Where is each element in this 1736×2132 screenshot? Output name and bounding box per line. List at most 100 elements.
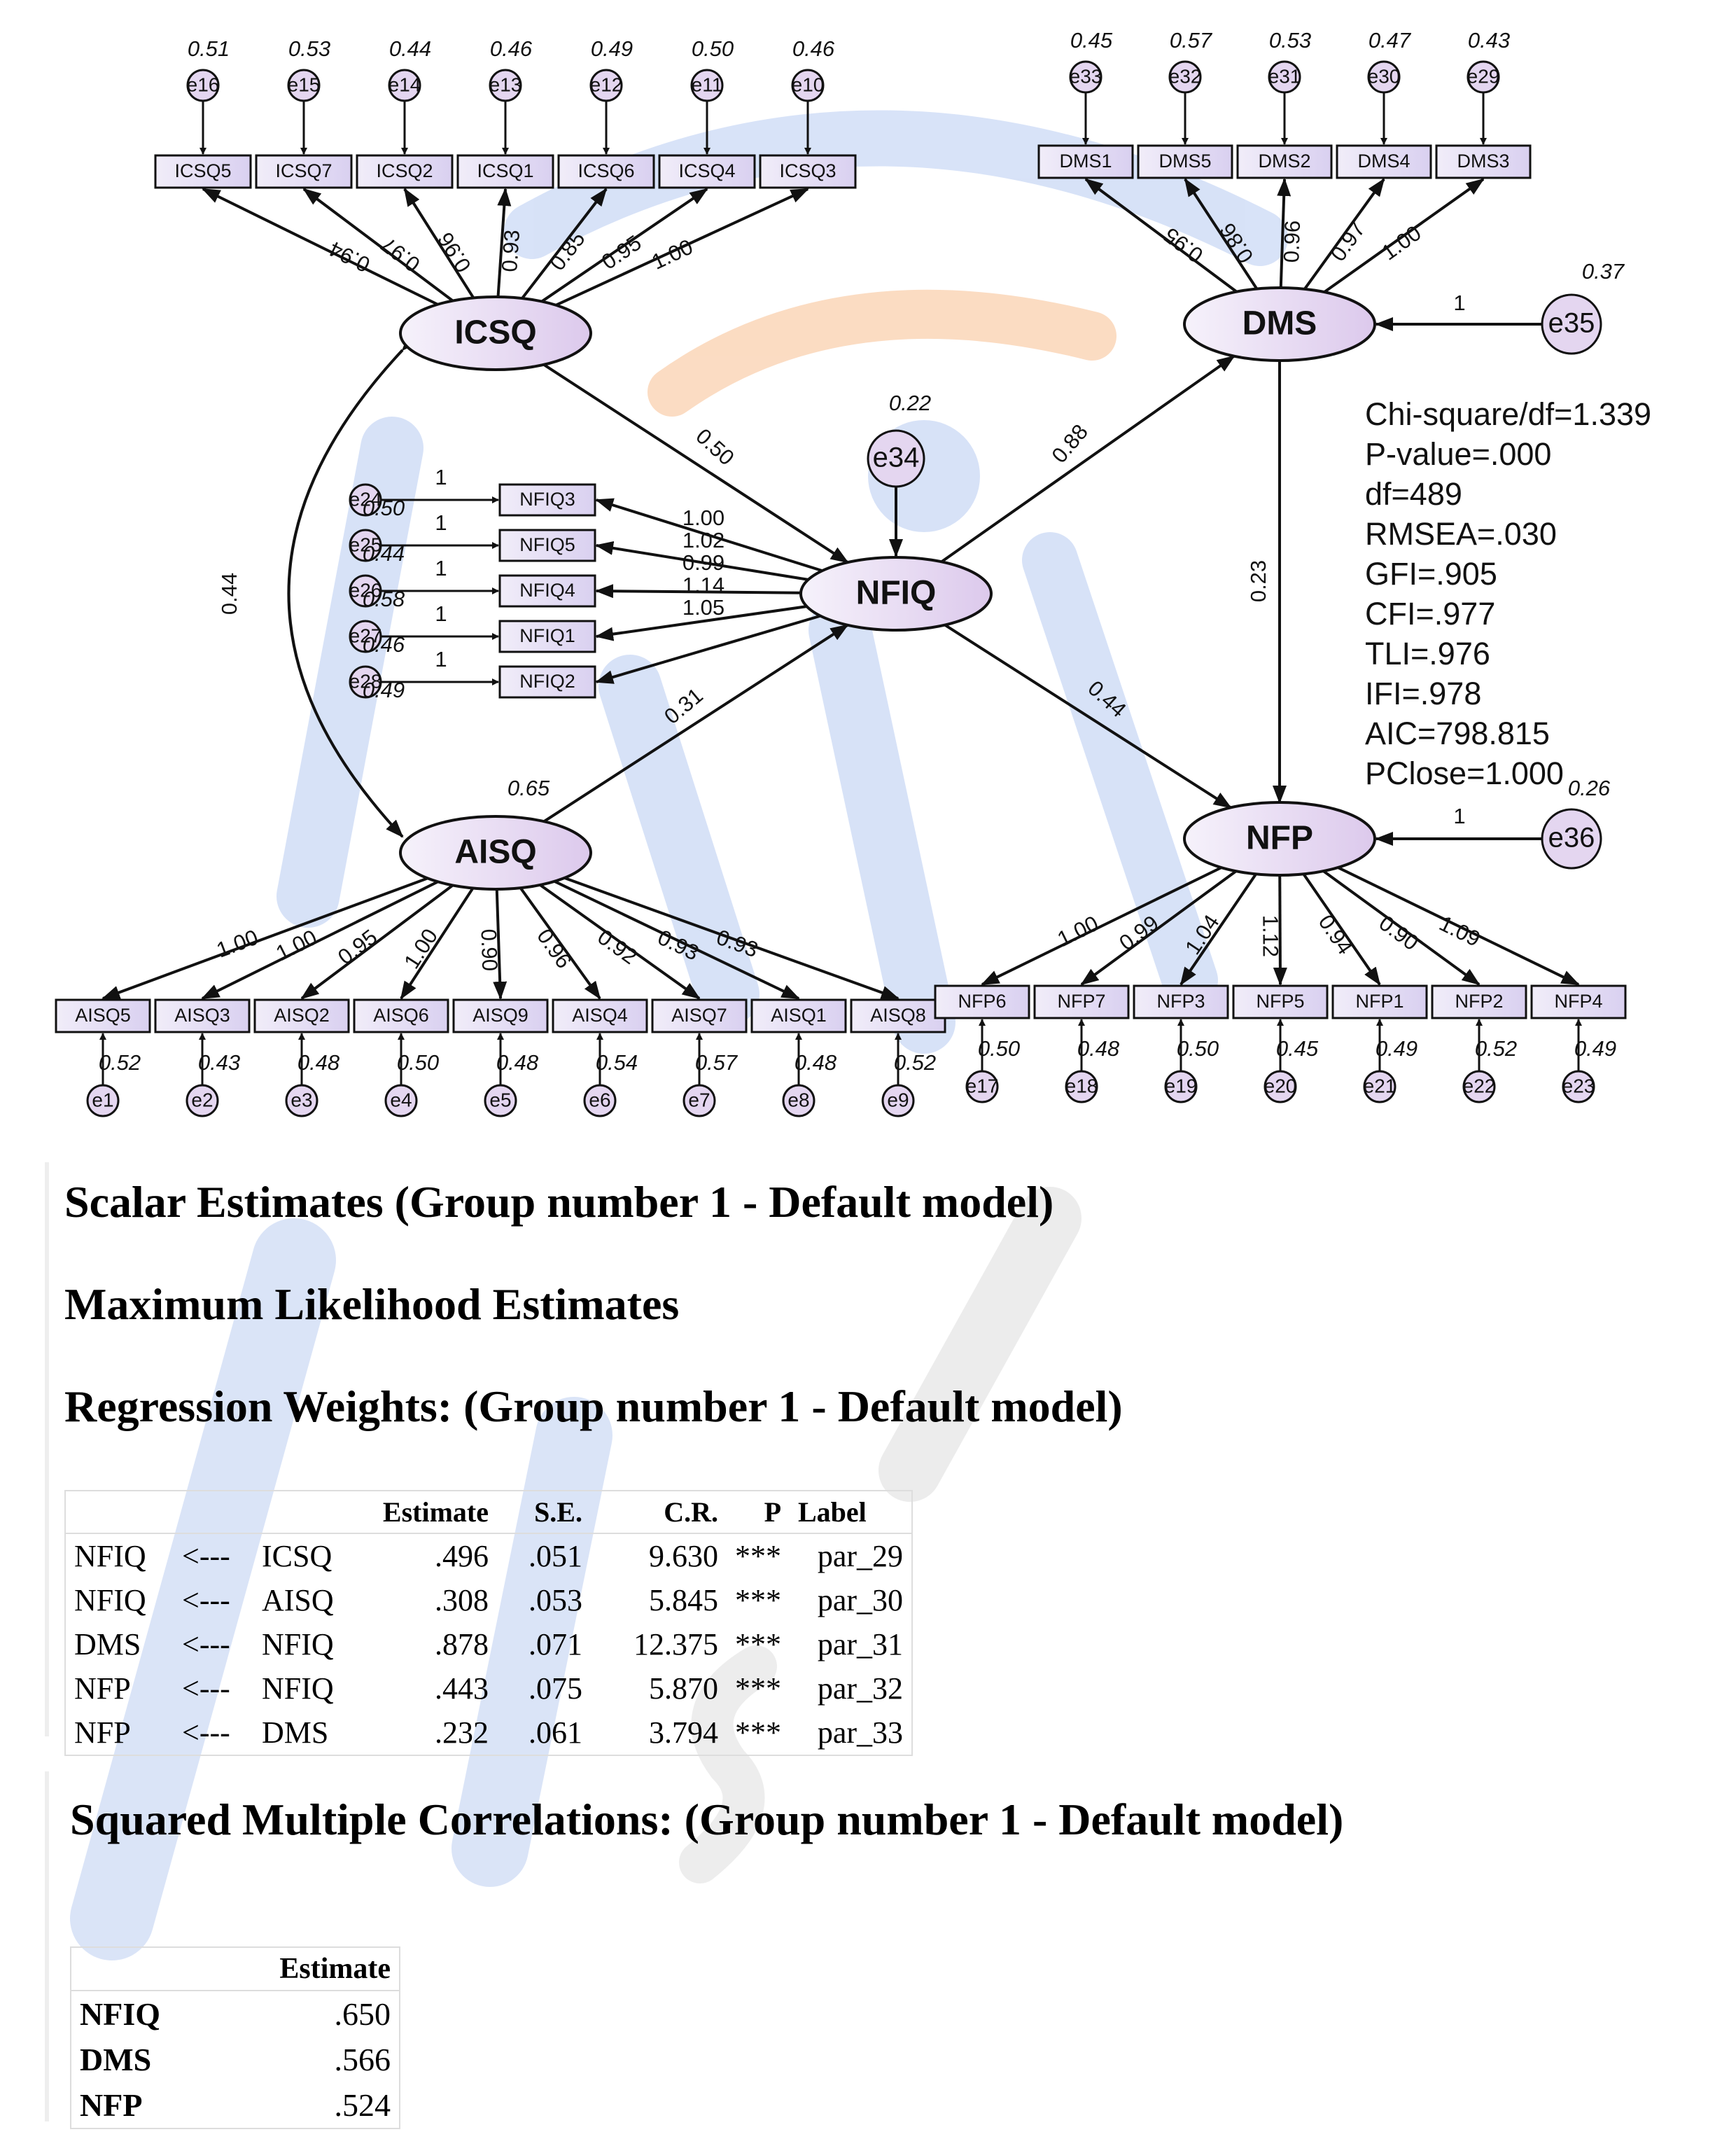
table-cell: .443 bbox=[435, 1671, 489, 1706]
error-node-e18 bbox=[1065, 1070, 1098, 1103]
fit-index: TLI=.976 bbox=[1365, 636, 1490, 671]
indicator-label: AISQ1 bbox=[771, 1005, 827, 1026]
loading-arrow bbox=[1080, 870, 1237, 986]
error-label: e33 bbox=[1070, 65, 1102, 87]
latent-dms bbox=[1183, 286, 1376, 362]
loading-label: 0.94 bbox=[326, 237, 374, 277]
table-cell: .496 bbox=[435, 1539, 489, 1573]
r2-label: 0.46 bbox=[792, 36, 835, 61]
indicator-label: NFP5 bbox=[1256, 991, 1304, 1012]
latent-label: DMS bbox=[1242, 305, 1317, 342]
r2-label: 0.57 bbox=[695, 1050, 738, 1075]
loading-label: 1.05 bbox=[682, 595, 724, 620]
indicator-AISQ9 bbox=[452, 998, 549, 1033]
indicator-NFP3 bbox=[1133, 984, 1229, 1019]
error-node-e13 bbox=[489, 69, 522, 102]
table-cell: <--- bbox=[182, 1539, 230, 1573]
table-cell: NFP bbox=[80, 2087, 143, 2123]
loading-label: 0.96 bbox=[1279, 220, 1305, 263]
error-label: e20 bbox=[1264, 1075, 1297, 1096]
r2-label: 0.57 bbox=[1170, 28, 1213, 53]
indicator-label: AISQ4 bbox=[572, 1005, 628, 1026]
error-node-e12 bbox=[589, 69, 623, 102]
loading-arrow bbox=[595, 614, 821, 684]
loading-label: 1.00 bbox=[399, 924, 442, 973]
fixed-one-label: 1 bbox=[435, 647, 447, 671]
loading-arrow bbox=[1277, 178, 1292, 288]
indicator-label: NFIQ5 bbox=[519, 534, 575, 555]
error-node-e10 bbox=[791, 69, 825, 102]
fit-index: GFI=.905 bbox=[1365, 556, 1497, 592]
error-label: e27 bbox=[349, 625, 382, 646]
indicator-label: DMS5 bbox=[1158, 151, 1211, 172]
structural-path-nfiq-nfp bbox=[944, 623, 1232, 809]
error-node-e1 bbox=[86, 1084, 120, 1117]
error-node-e25 bbox=[349, 529, 382, 562]
latent-label: AISQ bbox=[454, 834, 536, 871]
loading-arrow bbox=[400, 887, 475, 1000]
error-node-e4 bbox=[384, 1084, 418, 1117]
table-cell: <--- bbox=[182, 1627, 230, 1661]
table-cell: <--- bbox=[182, 1583, 230, 1617]
table-cell: DMS bbox=[74, 1627, 141, 1661]
indicator-label: ICSQ5 bbox=[174, 160, 231, 181]
r2-label: 0.52 bbox=[99, 1050, 141, 1075]
indicator-DMS2 bbox=[1236, 144, 1333, 179]
col-header-estimate: Estimate bbox=[270, 1947, 400, 1991]
indicator-label: DMS1 bbox=[1059, 151, 1112, 172]
col-header bbox=[253, 1491, 361, 1534]
r2-label: 0.53 bbox=[288, 36, 330, 61]
error-node-e8 bbox=[782, 1084, 816, 1117]
error-node-e3 bbox=[285, 1084, 318, 1117]
indicator-label: ICSQ3 bbox=[779, 160, 836, 181]
loading-label: 1.00 bbox=[272, 925, 321, 966]
table-cell: NFP bbox=[74, 1715, 131, 1750]
error-node-e20 bbox=[1264, 1070, 1297, 1103]
table-cell: DMS bbox=[80, 2042, 152, 2077]
loading-arrow bbox=[521, 188, 608, 300]
indicator-AISQ3 bbox=[154, 998, 251, 1033]
indicator-AISQ6 bbox=[353, 998, 449, 1033]
error-node-e19 bbox=[1164, 1070, 1198, 1103]
table-cell: par_32 bbox=[817, 1671, 903, 1706]
table-header-row: Estimate S.E. C.R. P Label bbox=[65, 1491, 912, 1534]
error-label: e13 bbox=[489, 74, 522, 95]
indicator-label: NFIQ2 bbox=[519, 671, 575, 692]
loading-label: 0.90 bbox=[1375, 910, 1423, 955]
indicator-ICSQ2 bbox=[356, 154, 454, 189]
table-cell: <--- bbox=[182, 1715, 230, 1750]
table-cell: 5.845 bbox=[649, 1583, 718, 1617]
error-node-e14 bbox=[388, 69, 421, 102]
table-cell: 5.870 bbox=[649, 1671, 718, 1706]
indicator-label: ICSQ2 bbox=[376, 160, 433, 181]
r2-label: 0.54 bbox=[596, 1050, 638, 1075]
table-cell: *** bbox=[735, 1715, 781, 1750]
r2-label: 0.48 bbox=[298, 1050, 340, 1075]
r2-label: 0.37 bbox=[1582, 259, 1625, 284]
table-cell: .051 bbox=[528, 1539, 582, 1573]
latent-nfiq bbox=[799, 556, 993, 632]
r2-label: 0.45 bbox=[1276, 1036, 1319, 1061]
indicator-label: ICSQ4 bbox=[678, 160, 735, 181]
table-cell: *** bbox=[735, 1627, 781, 1661]
latent-label: NFIQ bbox=[856, 575, 937, 612]
error-label: e11 bbox=[692, 74, 723, 95]
indicator-label: AISQ6 bbox=[373, 1005, 429, 1026]
r2-label: 0.46 bbox=[363, 632, 405, 657]
loading-arrow bbox=[554, 880, 800, 1000]
loading-label: 0.97 bbox=[1326, 217, 1371, 265]
r2-label: 0.44 bbox=[389, 36, 431, 61]
indicator-label: ICSQ6 bbox=[578, 160, 634, 181]
indicator-label: AISQ7 bbox=[671, 1005, 727, 1026]
table-row: NFIQ.650 bbox=[71, 1991, 400, 2037]
error-node-e31 bbox=[1268, 60, 1301, 94]
r2-label: 0.52 bbox=[1475, 1036, 1517, 1061]
error-node-e22 bbox=[1462, 1070, 1496, 1103]
error-node-e2 bbox=[186, 1084, 219, 1117]
latent-nfp bbox=[1183, 801, 1376, 877]
col-header-label: Label bbox=[790, 1491, 912, 1534]
indicator-NFIQ3 bbox=[498, 483, 596, 517]
squared-multiple-correlations-title: Squared Multiple Correlations: (Group nu… bbox=[70, 1795, 1344, 1844]
indicator-DMS4 bbox=[1336, 144, 1432, 179]
